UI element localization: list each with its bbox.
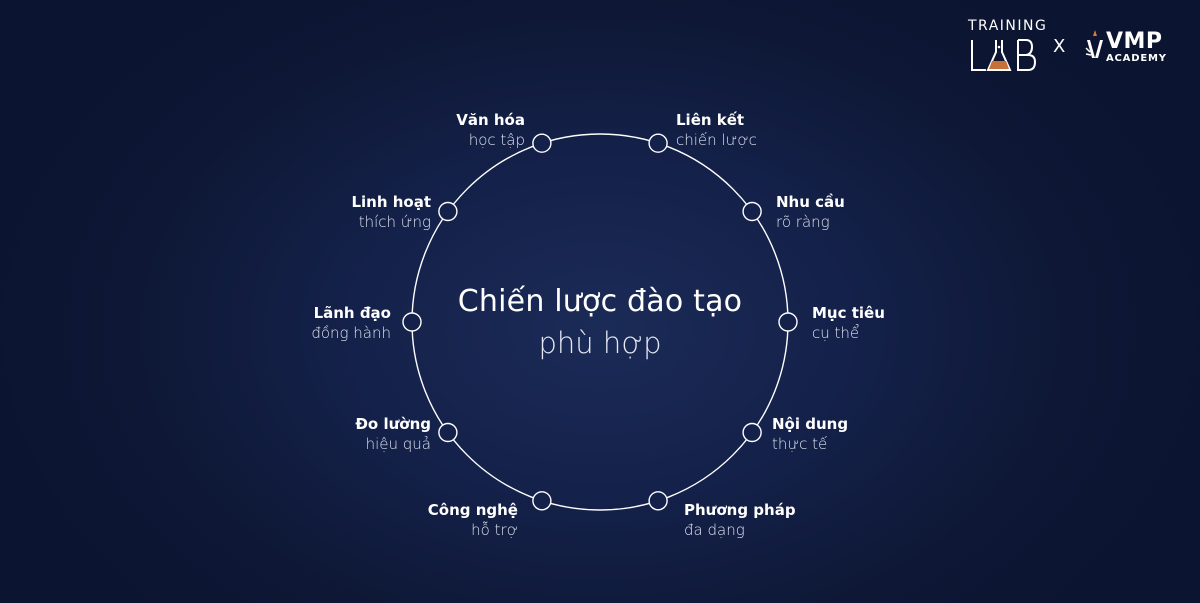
node-subtitle: thực tế <box>772 435 828 453</box>
node-subtitle: đa dạng <box>684 521 745 539</box>
node-marker <box>742 201 762 222</box>
node-marker <box>778 312 798 332</box>
vmp-logo-text: VMP <box>1106 29 1163 54</box>
node-subtitle: đồng hành <box>311 324 391 342</box>
vmp-academy-logo-icon <box>1085 30 1103 58</box>
node-label-nhu-cau: Nhu cầu rõ ràng <box>776 192 936 232</box>
node-label-linh-hoat: Linh hoạt thích ứng <box>271 192 431 232</box>
node-marker <box>648 491 668 511</box>
node-marker <box>532 133 552 153</box>
node-title: Phương pháp <box>684 501 796 519</box>
node-title: Công nghệ <box>427 501 518 519</box>
node-title: Nội dung <box>772 415 849 433</box>
node-title: Văn hóa <box>456 111 525 129</box>
node-markers <box>402 133 798 511</box>
node-marker <box>532 491 552 511</box>
logo-separator: X <box>1053 36 1066 57</box>
node-marker <box>438 201 458 222</box>
center-title: Chiến lược đào tạo <box>457 284 743 319</box>
node-subtitle: cụ thể <box>812 324 860 342</box>
node-title: Lãnh đạo <box>313 304 391 322</box>
ring-circle <box>411 133 789 511</box>
node-label-noi-dung: Nội dung thực tế <box>772 414 932 454</box>
node-title: Mục tiêu <box>812 304 885 322</box>
node-title: Linh hoạt <box>351 193 431 211</box>
node-label-cong-nghe: Công nghệ hỗ trợ <box>358 500 518 540</box>
node-subtitle: hiệu quả <box>365 435 431 453</box>
node-subtitle: hỗ trợ <box>471 521 518 539</box>
node-subtitle: chiến lược <box>676 131 757 149</box>
node-marker <box>648 133 668 153</box>
node-subtitle: thích ứng <box>358 213 431 231</box>
node-subtitle: rõ ràng <box>776 213 830 231</box>
node-label-do-luong: Đo lường hiệu quả <box>271 414 431 454</box>
node-label-lien-ket: Liên kết chiến lược <box>676 110 836 150</box>
training-lab-logo-text: TRAINING <box>968 18 1048 34</box>
node-label-lanh-dao: Lãnh đạo đồng hành <box>231 303 391 343</box>
training-lab-logo-icon <box>971 39 1037 71</box>
node-subtitle: học tập <box>468 131 525 149</box>
node-marker <box>742 422 762 443</box>
node-title: Liên kết <box>676 111 745 129</box>
center-subtitle: phù hợp <box>538 326 662 360</box>
node-marker <box>402 312 422 332</box>
node-title: Nhu cầu <box>776 193 845 211</box>
node-marker <box>438 422 458 443</box>
academy-logo-text: ACADEMY <box>1106 53 1167 64</box>
node-title: Đo lường <box>355 415 431 433</box>
node-label-phuong-phap: Phương pháp đa dạng <box>684 500 844 540</box>
node-label-muc-tieu: Mục tiêu cụ thể <box>812 303 972 343</box>
node-label-van-hoa: Văn hóa học tập <box>365 110 525 150</box>
